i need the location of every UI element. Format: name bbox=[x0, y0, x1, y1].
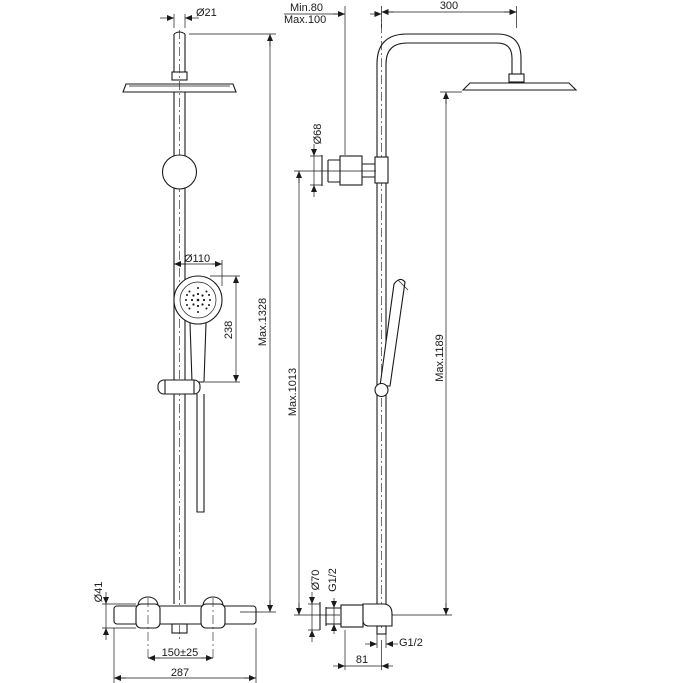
label-max-height: Max.1328 bbox=[257, 298, 269, 346]
dim-center-distance: 150±25 bbox=[148, 647, 213, 661]
label-thread-left: G1/2 bbox=[327, 568, 339, 592]
dim-pipe-diameter: Ø21 bbox=[160, 7, 217, 28]
front-valve bbox=[113, 596, 257, 660]
dim-arm-length: 300 bbox=[381, 0, 517, 28]
label-head-diameter: Ø110 bbox=[184, 253, 210, 265]
dim-hand-shower-height: 238 bbox=[205, 275, 240, 383]
dim-connection-diameter: Ø41 bbox=[93, 582, 136, 640]
label-hand-shower-height: 238 bbox=[223, 321, 235, 339]
label-bracket-height: Max.1013 bbox=[287, 368, 299, 416]
side-main-bar bbox=[376, 20, 522, 628]
side-view: Min.80 Max.100 300 Ø68 Max.1013 bbox=[284, 0, 578, 670]
label-center-distance: 150±25 bbox=[162, 647, 199, 659]
dim-wall-offset: Min.80 Max.100 bbox=[284, 2, 382, 155]
label-valve-depth: 81 bbox=[356, 654, 368, 666]
label-wall-max: Max.100 bbox=[284, 14, 326, 26]
front-hand-shower bbox=[173, 275, 223, 383]
front-slider bbox=[157, 379, 201, 395]
front-view: Ø21 Max.1328 Ø110 238 bbox=[93, 7, 276, 683]
label-valve-diameter: Ø70 bbox=[310, 570, 322, 591]
side-shower-head bbox=[461, 73, 578, 91]
label-head-height: Max.1189 bbox=[434, 334, 446, 382]
label-thread-right: G1/2 bbox=[399, 637, 423, 649]
side-valve bbox=[319, 602, 393, 635]
dim-bracket-height: Max.1013 bbox=[287, 170, 376, 616]
side-bracket bbox=[321, 155, 389, 186]
dim-valve-depth: 81 bbox=[333, 630, 393, 670]
label-bracket-diameter: Ø68 bbox=[312, 124, 324, 145]
label-pipe-diameter: Ø21 bbox=[196, 7, 217, 19]
side-hand-shower bbox=[374, 278, 409, 398]
dim-head-height: Max.1189 bbox=[392, 91, 462, 616]
dim-head-diameter: Ø110 bbox=[173, 253, 223, 286]
front-hose bbox=[196, 394, 205, 513]
label-connection-diameter: Ø41 bbox=[93, 582, 105, 603]
dim-thread-right: G1/2 bbox=[365, 634, 423, 649]
dim-valve-diameter: Ø70 bbox=[308, 570, 322, 642]
dim-bracket-diameter: Ø68 bbox=[310, 124, 324, 197]
dim-overall-width: 287 bbox=[113, 628, 257, 683]
spray-nozzles bbox=[185, 287, 211, 313]
front-bracket bbox=[161, 154, 198, 190]
label-arm-length: 300 bbox=[440, 0, 458, 12]
label-wall-min: Min.80 bbox=[290, 2, 323, 14]
dim-max-height: Max.1328 bbox=[189, 33, 276, 613]
label-overall-width: 287 bbox=[171, 667, 189, 679]
dim-thread-left: G1/2 bbox=[327, 568, 339, 634]
front-main-bar bbox=[173, 30, 186, 640]
